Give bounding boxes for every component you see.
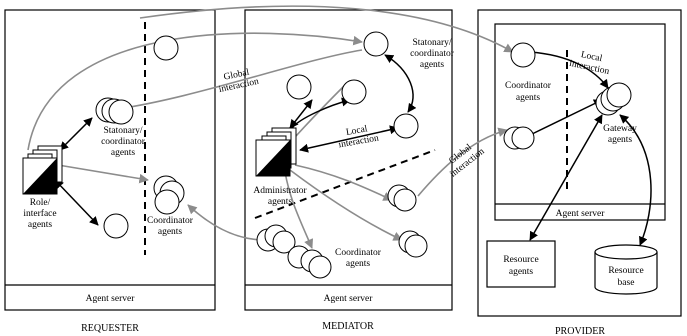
requester-role-linked-agent — [103, 213, 129, 239]
requester-top-agent — [153, 35, 179, 61]
med-admin-label-2: agents — [268, 197, 293, 207]
prov-resource-base-label-2: base — [618, 278, 635, 288]
arrow-role-to-stationary — [59, 117, 93, 151]
mediator-coordinator-stack-lower — [398, 230, 428, 258]
mediator-agent-a — [286, 74, 312, 100]
mediator-admin-agents — [255, 127, 297, 177]
prov-resource-base-label-1: Resource — [608, 266, 643, 276]
requester-coordinator-agent-stack — [153, 175, 185, 215]
arrow-gateway-to-resource-base — [619, 114, 652, 246]
arrow-admin-to-stationary-local — [299, 125, 399, 153]
med-stationary-label-3: agents — [420, 60, 445, 70]
med-stationary-label-2: coordinator — [410, 49, 455, 59]
arrow-admin-to-coordinator-3 — [284, 171, 314, 249]
med-coordinator-label-2: agents — [346, 259, 371, 269]
req-role-label-1: Role/ — [30, 198, 51, 208]
provider-agent-server-label: Agent server — [556, 209, 606, 219]
med-coordinator-label-1: Coordinator — [335, 248, 382, 258]
requester-role-interface-agents — [22, 145, 63, 195]
global-arrow-mediator-to-requester — [109, 49, 363, 114]
arrow-admin-to-agent-2 — [291, 97, 351, 129]
arrow-role-to-agent — [54, 179, 99, 226]
med-admin-label-1: Administrator — [253, 186, 307, 196]
arrow-admin-to-coordinator-2 — [289, 169, 403, 241]
arrow-provider-coordinator-to-gateway — [529, 51, 609, 89]
mediator-dashed-boundary — [254, 149, 436, 219]
arrow-role-to-coordinator — [57, 164, 149, 184]
prov-coordinator-label-2: agents — [516, 93, 541, 103]
arrow-admin-to-coordinator-1 — [294, 164, 393, 201]
global-arrow-requester-to-provider — [139, 5, 514, 53]
mediator-agent-server-label: Agent server — [324, 294, 374, 304]
prov-resource-agents-label-1: Resource — [503, 255, 538, 265]
prov-resource-agents-label-2: agents — [509, 267, 534, 277]
requester-agent-server-label: Agent server — [86, 294, 136, 304]
resource-base-cylinder — [594, 244, 658, 295]
req-coordinator-label-1: Coordinator — [147, 216, 194, 226]
requester-stationary-agent-stack — [95, 97, 134, 125]
req-coordinator-label-2: agents — [158, 227, 183, 237]
mediator-coordinator-stack-right — [387, 184, 417, 212]
req-role-label-3: agents — [28, 220, 53, 230]
mediator-agent-b — [341, 79, 367, 105]
provider-coordinator-agent — [510, 42, 536, 68]
provider-coordinator-stack — [503, 126, 535, 150]
prov-gateway-label-1: Gateway — [603, 124, 637, 134]
resource-agents-box — [486, 240, 556, 288]
med-local-label-1: Local — [345, 124, 368, 138]
req-role-label-2: interface — [23, 208, 56, 219]
prov-coordinator-label-1: Coordinator — [505, 81, 552, 91]
arrow-admin-to-agent-1 — [289, 99, 313, 129]
med-stationary-label-1: Statonary/ — [412, 38, 451, 48]
global-arrow-mediator-to-provider — [417, 127, 508, 197]
req-stationary-label-3: agents — [111, 148, 136, 158]
arrow-gateway-to-resource-agents — [529, 114, 603, 241]
provider-caption: PROVIDER — [555, 326, 605, 336]
mediator-stationary-agent — [363, 31, 389, 57]
mediator-caption: MEDIATOR — [322, 321, 374, 332]
requester-caption: REQUESTER — [81, 323, 139, 334]
prov-gateway-label-2: agents — [608, 135, 633, 145]
mediator-local-agent — [393, 113, 419, 139]
prov-local-label-1: Local — [580, 50, 604, 64]
req-stationary-label-1: Statonary/ — [103, 126, 142, 136]
mediator-coordinator-cluster — [256, 224, 332, 279]
req-stationary-label-2: coordinator — [101, 137, 146, 147]
arrow-mediator-stationary-loop — [384, 54, 417, 113]
provider-gateway-agents — [595, 82, 632, 116]
